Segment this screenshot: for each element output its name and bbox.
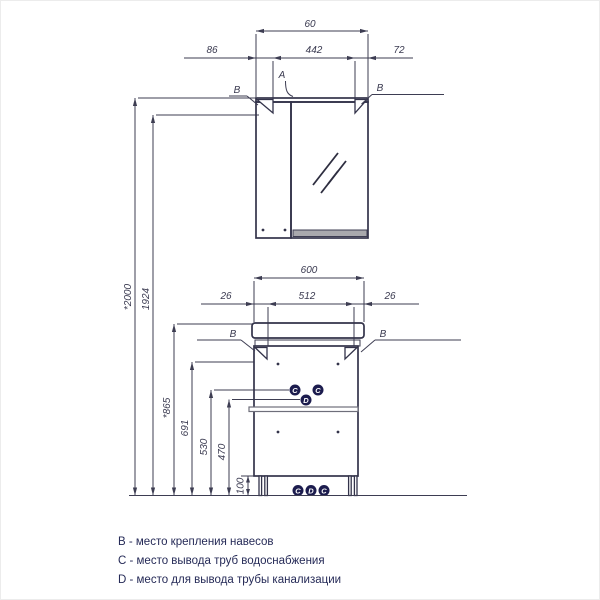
- legend-item-c: C - место вывода труб водоснабжения: [118, 555, 325, 567]
- leg: [353, 475, 358, 497]
- point-a-label: A: [278, 70, 286, 81]
- bracket-triangle-left: [253, 346, 268, 361]
- dim-mirror-right-offset: 72: [393, 45, 405, 56]
- pipe-markers: C C D C D C: [289, 384, 330, 496]
- countertop: [251, 322, 365, 339]
- drawer-dot: [276, 362, 280, 366]
- marker-letter-c: C: [295, 486, 301, 495]
- bracket-b-label: B: [380, 329, 387, 340]
- bracket-triangle-right: [354, 98, 369, 115]
- marker-letter-d: D: [308, 486, 314, 495]
- mirror-cabinet-side-panel: [255, 101, 292, 239]
- vertical-dimensions: *2000 1924 *865 691 530 470 100: [123, 97, 300, 496]
- dim-carcass-height: 691: [180, 420, 191, 437]
- leg: [347, 475, 352, 497]
- dim-mirror-left-offset: 86: [206, 45, 218, 56]
- mirror-cabinet: A B B: [229, 70, 444, 239]
- drawer-dot: [276, 430, 280, 434]
- marker-letter-c: C: [321, 486, 327, 495]
- marker-letter-c: C: [315, 386, 321, 395]
- vanity-dimensions: 600 26 512 26: [201, 265, 419, 346]
- bracket-b-label: B: [230, 329, 237, 340]
- leg: [258, 475, 263, 497]
- countertop-apron: [254, 339, 361, 347]
- dim-vanity-bracket-span: 512: [299, 291, 316, 302]
- hinge-dot: [283, 228, 287, 232]
- vanity-cabinet: B B: [197, 322, 461, 497]
- leg: [264, 475, 269, 497]
- dim-mirror-bracket-span: 442: [306, 45, 323, 56]
- water-supply-marker: [312, 384, 324, 396]
- dim-total-height: *2000: [123, 283, 134, 310]
- bracket-b-label: B: [377, 83, 384, 94]
- mirror-door: [290, 101, 369, 239]
- marker-letter-d: D: [303, 396, 309, 405]
- drawer-dot: [336, 430, 340, 434]
- dim-mirror-width: 60: [304, 19, 316, 30]
- mirror-cabinet-dimensions: 60 86 442 72: [184, 19, 413, 112]
- a-leader: [285, 80, 294, 97]
- bracket-triangle-right: [344, 346, 359, 361]
- dim-bracket-height: 1924: [141, 287, 152, 310]
- water-supply-marker: [289, 384, 301, 396]
- dim-water-height: 530: [199, 438, 210, 455]
- floor-drain-marker: [305, 485, 317, 496]
- drawer-dot: [336, 362, 340, 366]
- bracket-triangle-left: [255, 98, 274, 115]
- floor-water-marker: [292, 485, 304, 496]
- legend: B - место крепления навесов C - место вы…: [118, 533, 341, 590]
- dim-vanity-left-offset: 26: [219, 291, 232, 302]
- dim-legs-height: 100: [236, 477, 247, 494]
- marker-letter-c: C: [292, 386, 298, 395]
- dim-vanity-right-offset: 26: [383, 291, 396, 302]
- floor-water-marker: [318, 485, 330, 496]
- legend-item-b: B - место крепления навесов: [118, 536, 274, 548]
- drawer-divider: [248, 406, 359, 413]
- mirror-hatch: [312, 152, 347, 194]
- drain-marker: [300, 394, 312, 406]
- bracket-b-label: B: [234, 85, 241, 96]
- mirror-cabinet-bottom-shelf: [292, 229, 368, 237]
- legend-item-d: D - место для вывода трубы канализации: [118, 574, 342, 586]
- hinge-dot: [261, 228, 265, 232]
- mirror-cabinet-top-panel: [255, 97, 369, 103]
- dim-basin-height: *865: [162, 397, 173, 418]
- dim-vanity-width: 600: [301, 265, 318, 276]
- dim-drain-height: 470: [217, 443, 228, 460]
